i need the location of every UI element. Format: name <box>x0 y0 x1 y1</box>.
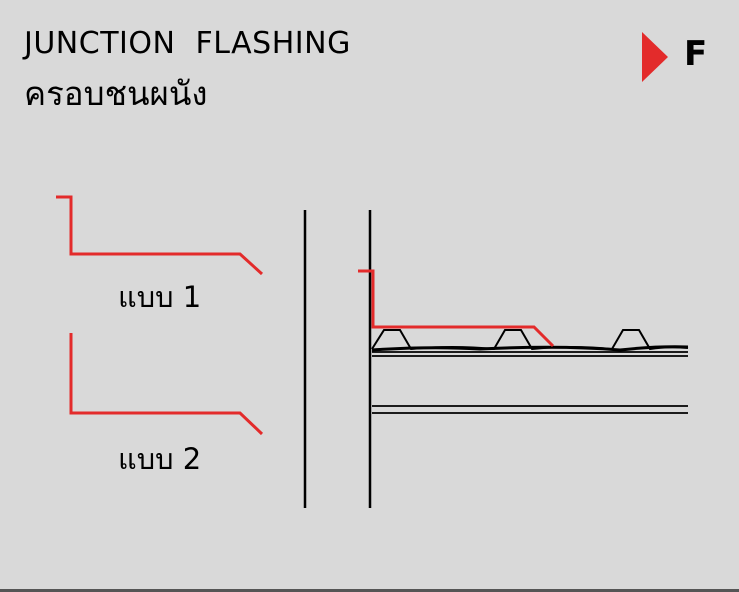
type-1-label: แบบ 1 <box>118 280 202 314</box>
page-title-thai: ครอบชนผนัง <box>24 74 208 113</box>
roof-sheet <box>371 329 689 352</box>
page-title-english: JUNCTION FLASHING <box>24 26 351 61</box>
flashing-profile-type-1 <box>56 195 264 276</box>
type-2-label: แบบ 2 <box>118 442 202 476</box>
triangle-right-icon <box>642 32 668 82</box>
flashing-profile-type-2 <box>69 333 264 436</box>
bottom-divider <box>0 589 739 592</box>
installed-junction-flashing <box>358 269 555 348</box>
section-letter: F <box>684 34 708 74</box>
